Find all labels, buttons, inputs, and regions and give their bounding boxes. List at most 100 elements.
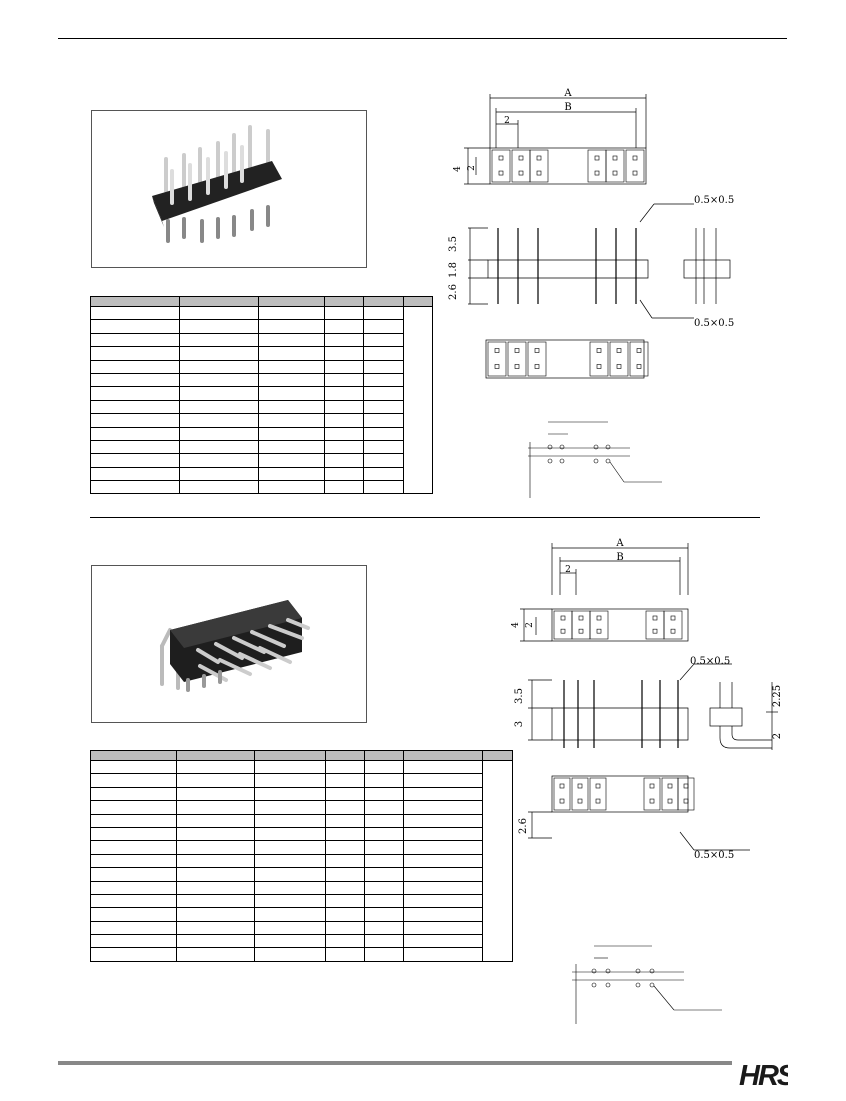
pin-square [670,628,676,634]
contact-cell [507,341,527,377]
table-cell [258,346,325,361]
contact-cell [663,610,683,640]
table-cell [363,466,404,482]
table-cell [364,773,404,788]
table-cell [176,813,255,828]
table-cell [258,399,325,415]
pin-square [594,155,600,161]
table-cell [403,907,483,922]
pin-square [534,348,540,353]
dim-pitch-label: 2 [565,565,571,575]
pin-square [612,155,618,161]
table-cell [324,466,364,482]
dim-upper-pin-label: 3.5 [514,688,525,704]
hrs-logo: HRS [739,1060,788,1089]
table-row [90,826,513,842]
pin-square [683,783,689,789]
dim-pitch-label: 2 [504,116,510,126]
pin-size-label-top: 0.5×0.5 [690,656,730,667]
table-cell [90,480,180,495]
table-cell [179,480,259,495]
dim-upper-pin-label: 3.5 [448,236,459,252]
contact-cell [487,341,507,377]
table-cell [176,907,255,922]
table-cell [90,439,180,455]
pin-square [596,364,602,369]
straight-header-image [152,125,282,243]
table-cell [254,934,326,949]
contact-cell [571,777,589,811]
pin-square [577,783,583,789]
table-cell [364,947,404,962]
table-cell [324,359,364,374]
spec-table-straight [90,296,433,495]
table-cell [258,359,325,374]
pin-square [596,348,602,353]
table-cell [258,413,325,428]
table-cell [325,813,365,828]
contact-cell [625,149,645,183]
table-cell [363,319,404,334]
table-cell [403,853,483,869]
pin-square [494,364,500,369]
table-cell [179,386,259,401]
table-cell [403,786,483,802]
table-cell [176,880,255,895]
table-cell [403,759,483,775]
pin-square [649,798,655,804]
table-cell [254,759,326,775]
table-cell [90,466,180,482]
dim-side-offset-label: 2 [772,733,783,739]
table-cell [258,439,325,455]
table-row [90,920,513,936]
table-row [90,934,513,949]
table-cell [403,840,483,855]
pin-square [636,364,642,369]
table-cell [90,853,177,869]
table-row [90,800,513,815]
table-cell [179,372,259,388]
contact-cell [645,610,665,640]
table-cell [254,840,326,855]
pin-size-label-top: 0.5×0.5 [694,195,734,206]
table-cell [325,893,365,909]
pin-square [649,783,655,789]
dim-b-label: B [564,102,571,113]
table-cell [364,853,404,869]
table-row [90,853,513,869]
dim-b-label: B [616,552,623,563]
contact-cell [553,610,573,640]
pin-square [559,798,565,804]
table-row [90,880,513,895]
table-row [90,453,433,468]
table-cell [403,893,483,909]
table-cell [363,399,404,415]
table-cell [403,934,483,949]
dim-body-label: 3 [514,721,525,727]
pin-square [494,348,500,353]
table-cell [363,372,404,388]
table-cell [364,786,404,802]
table-cell [176,826,255,842]
pin-square [652,628,658,634]
drawing-straight-front-view: 0.5×0.5 0.5×0.5 3.5 1.8 2.6 [448,195,734,329]
table-cell [324,480,364,495]
pin-square [632,170,638,176]
table-cell [325,947,365,962]
table-cell [325,934,365,949]
pin-square [616,364,622,369]
table-cell [364,840,404,855]
table-row [90,399,433,415]
pin-square [596,628,602,634]
table-cell [90,813,177,828]
table-cell [254,826,326,842]
table-cell [364,934,404,949]
section-divider [90,517,760,518]
pin-square [498,170,504,176]
table-cell [324,386,364,401]
table-cell [325,907,365,922]
dim-row-label: 2 [525,622,535,628]
table-cell [325,759,365,775]
table-row [90,386,433,401]
table-cell [363,439,404,455]
